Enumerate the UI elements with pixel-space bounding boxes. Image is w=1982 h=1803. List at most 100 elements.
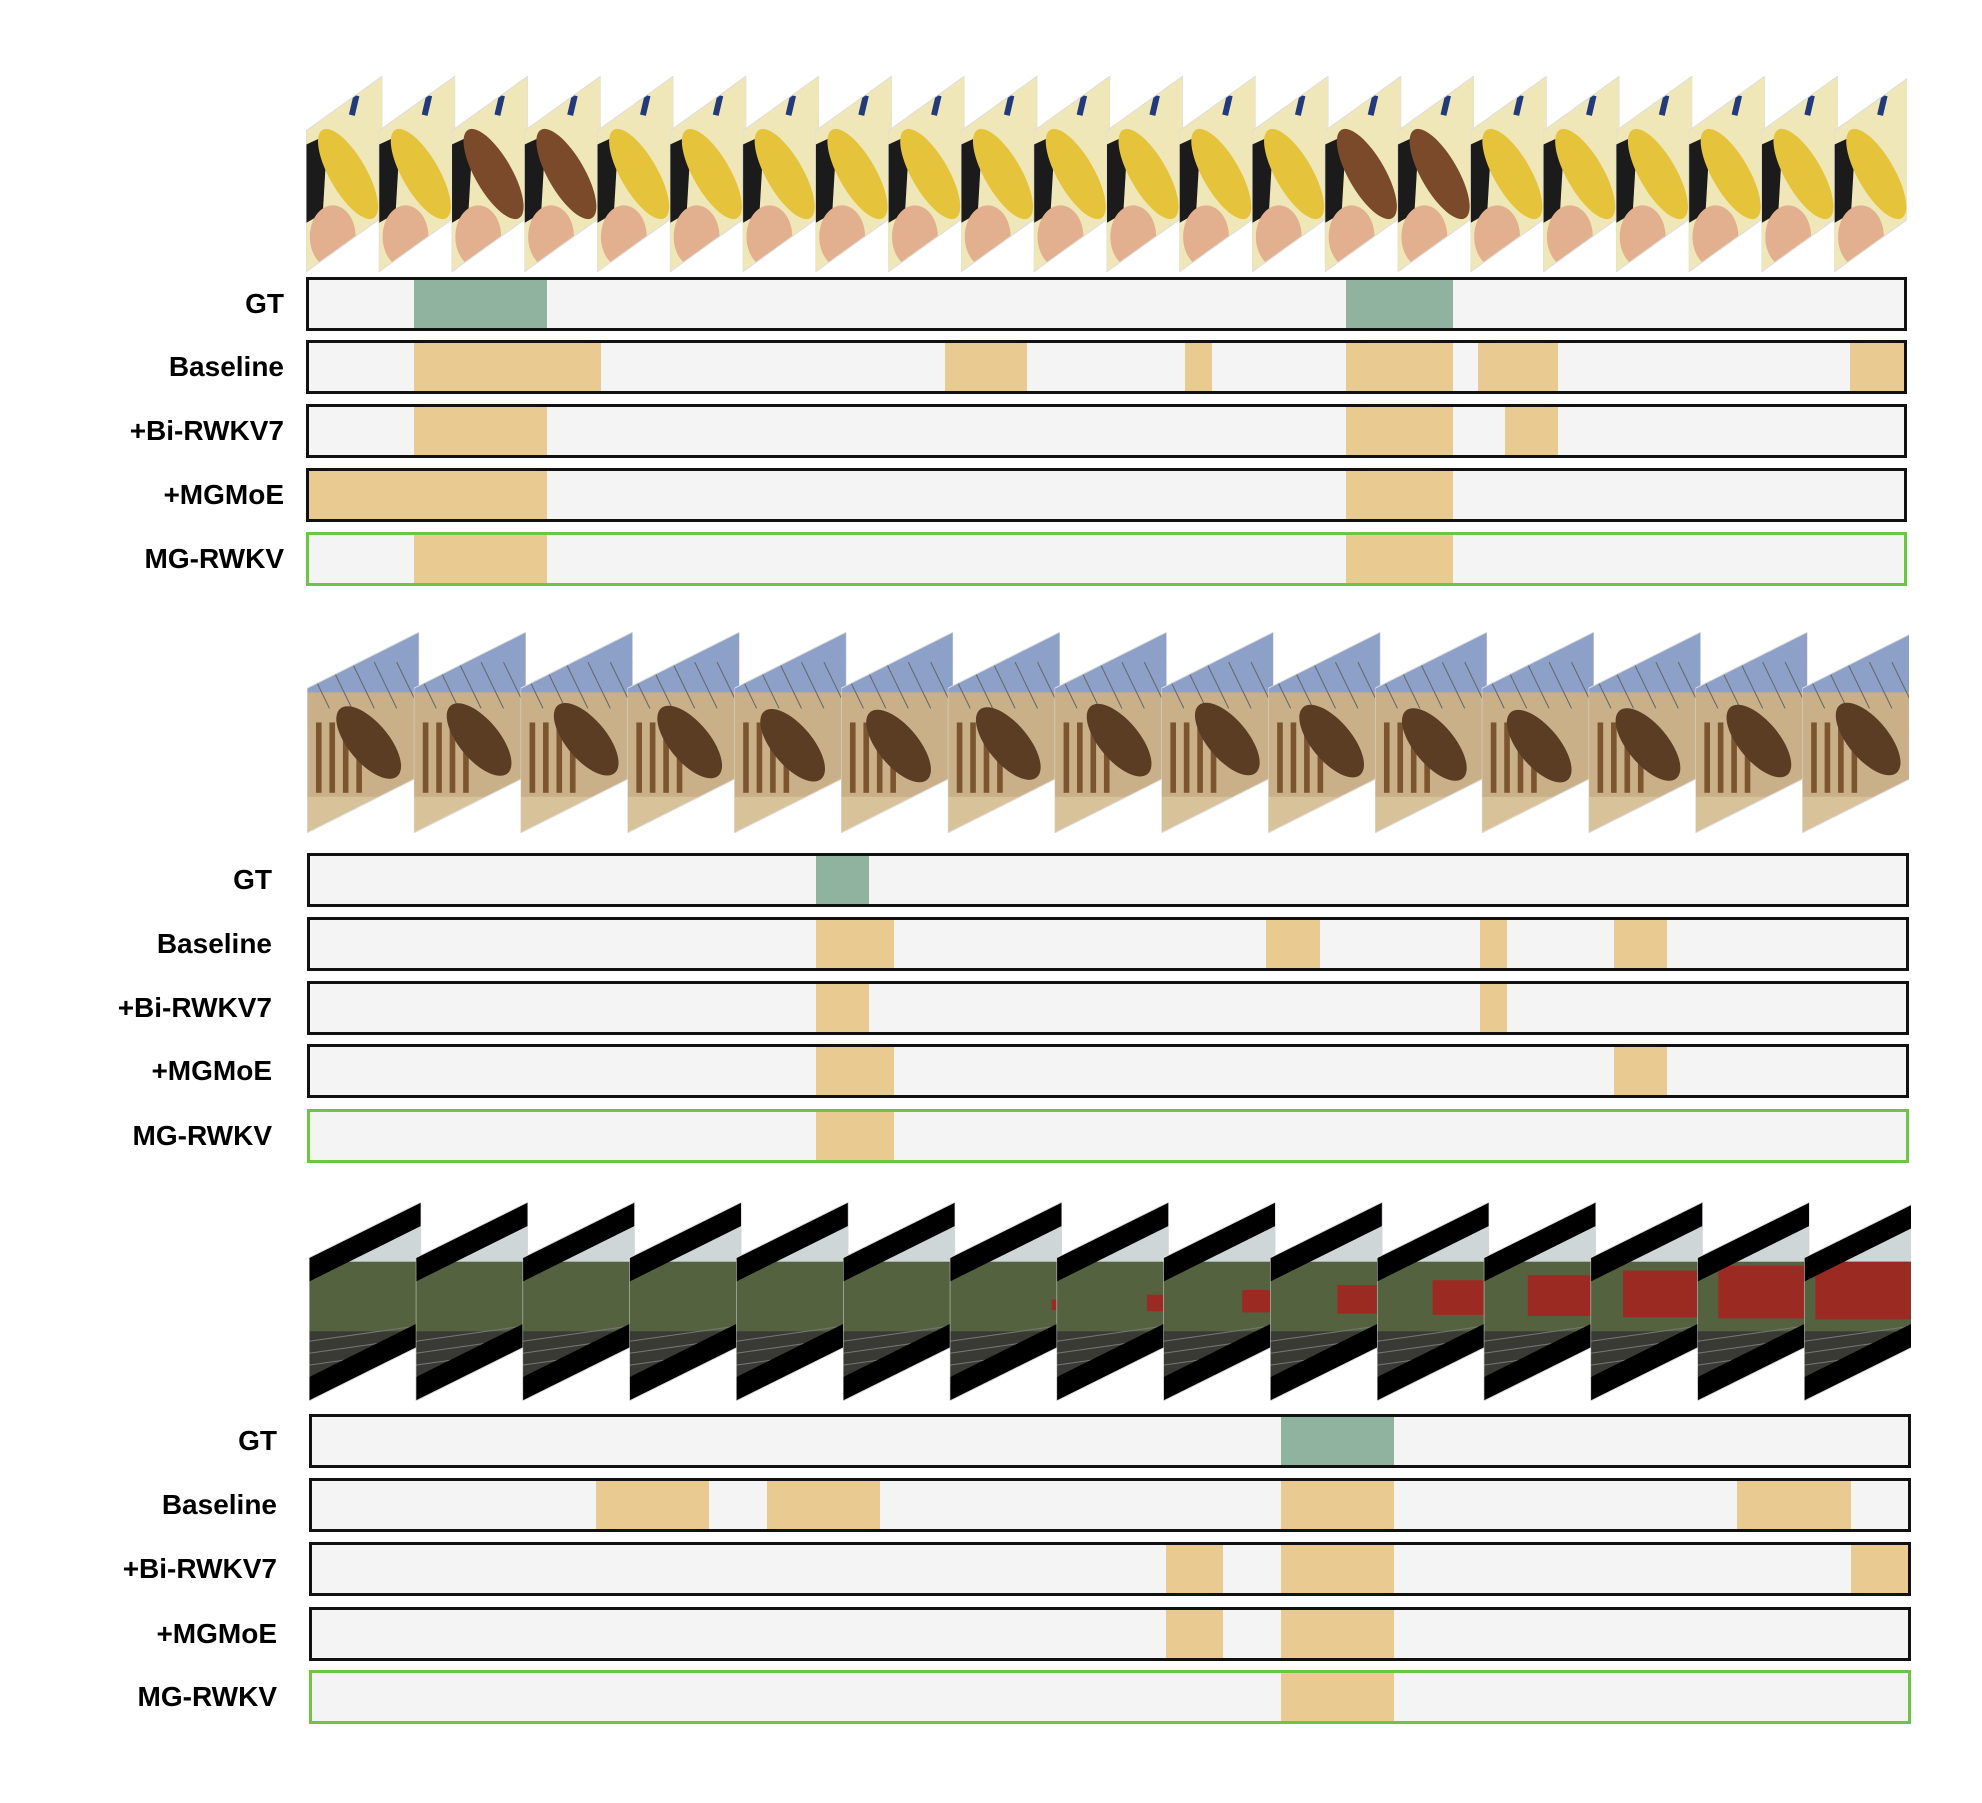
video-frame-strip xyxy=(307,632,1909,833)
predicted-segment xyxy=(596,1481,710,1529)
video-frame xyxy=(1324,76,1402,272)
video-frame xyxy=(736,1202,849,1401)
video-frame xyxy=(1834,76,1907,272)
ground-truth-track xyxy=(307,853,1909,907)
video-frame xyxy=(669,76,747,272)
predicted-segment xyxy=(414,535,547,583)
prediction-track xyxy=(309,1607,1911,1661)
video-frame xyxy=(1804,1202,1911,1401)
row-label: +Bi-RWKV7 xyxy=(122,1553,277,1584)
predicted-segment xyxy=(1850,1545,1908,1593)
predicted-segment xyxy=(309,471,547,519)
predicted-segment xyxy=(1280,1481,1395,1529)
predicted-segment xyxy=(1737,1481,1851,1529)
prediction-track xyxy=(306,404,1907,458)
prediction-track xyxy=(307,1109,1909,1163)
row-label: GT xyxy=(238,1425,277,1456)
video-frame xyxy=(1179,76,1256,272)
prediction-track xyxy=(306,532,1907,586)
video-frame xyxy=(1697,1202,1810,1401)
predicted-segment xyxy=(1345,343,1453,391)
video-frame xyxy=(415,1202,528,1401)
video-frame xyxy=(1761,76,1838,272)
predicted-segment xyxy=(1165,1545,1224,1593)
video-frame xyxy=(520,632,633,833)
video-frame xyxy=(742,76,820,272)
video-frame xyxy=(843,1202,956,1401)
video-frame xyxy=(309,1202,422,1401)
video-frame xyxy=(1615,76,1693,272)
row-label: Baseline xyxy=(156,928,272,959)
predicted-segment xyxy=(1479,920,1507,968)
gt-segment xyxy=(1280,1417,1395,1465)
video-frame xyxy=(597,76,674,272)
row-label: +Bi-RWKV7 xyxy=(129,415,284,446)
video-frame xyxy=(1470,76,1547,272)
video-frame xyxy=(1056,1202,1169,1401)
predicted-segment xyxy=(1478,343,1558,391)
ground-truth-track xyxy=(306,277,1907,331)
video-frame xyxy=(451,76,528,272)
predicted-segment xyxy=(1479,984,1507,1032)
predicted-segment xyxy=(815,920,895,968)
predicted-segment xyxy=(1505,407,1558,455)
predicted-segment xyxy=(815,1047,895,1095)
predicted-segment xyxy=(1280,1545,1395,1593)
video-frame xyxy=(1483,1202,1596,1401)
row-label: Baseline xyxy=(168,351,284,382)
video-frame xyxy=(522,1202,635,1401)
row-label: Baseline xyxy=(161,1489,277,1520)
predicted-segment xyxy=(1280,1610,1395,1658)
prediction-track xyxy=(306,468,1907,522)
video-frame xyxy=(815,76,892,272)
video-frame xyxy=(1106,76,1183,272)
predicted-segment xyxy=(414,343,601,391)
predicted-segment xyxy=(815,984,869,1032)
video-frame xyxy=(888,76,965,272)
video-frame xyxy=(1033,76,1111,272)
video-frame xyxy=(1543,76,1620,272)
predicted-segment xyxy=(414,407,547,455)
video-frame xyxy=(1252,76,1329,272)
row-label: MG-RWKV xyxy=(144,543,284,574)
row-label: GT xyxy=(245,288,284,319)
video-frame-strip xyxy=(309,1202,1911,1401)
row-label: +Bi-RWKV7 xyxy=(117,992,272,1023)
video-frame xyxy=(629,1202,742,1401)
video-frame xyxy=(1802,632,1909,833)
prediction-track xyxy=(307,981,1909,1035)
ground-truth-track xyxy=(309,1414,1911,1468)
predicted-segment xyxy=(1613,1047,1667,1095)
predicted-segment xyxy=(1165,1610,1224,1658)
row-label: MG-RWKV xyxy=(132,1120,272,1151)
gt-segment xyxy=(1345,280,1453,328)
video-frame xyxy=(1377,1202,1490,1401)
video-frame xyxy=(1590,1202,1703,1401)
row-label: +MGMoE xyxy=(151,1055,272,1086)
video-frame-strip xyxy=(306,76,1907,272)
gt-segment xyxy=(815,856,869,904)
prediction-track xyxy=(309,1542,1911,1596)
predicted-segment xyxy=(1280,1673,1395,1721)
predicted-segment xyxy=(1849,343,1904,391)
video-frame xyxy=(960,76,1038,272)
video-frame xyxy=(1397,76,1475,272)
predicted-segment xyxy=(1266,920,1321,968)
gt-segment xyxy=(414,280,547,328)
predicted-segment xyxy=(766,1481,881,1529)
video-frame xyxy=(306,76,383,272)
video-frame xyxy=(524,76,601,272)
video-frame xyxy=(1688,76,1766,272)
prediction-track xyxy=(309,1670,1911,1724)
predicted-segment xyxy=(1613,920,1667,968)
prediction-track xyxy=(307,917,1909,971)
predicted-segment xyxy=(945,343,1027,391)
prediction-track xyxy=(306,340,1907,394)
prediction-track xyxy=(307,1044,1909,1098)
predicted-segment xyxy=(1345,471,1453,519)
predicted-segment xyxy=(1345,407,1453,455)
row-label: MG-RWKV xyxy=(137,1681,277,1712)
row-label: +MGMoE xyxy=(163,479,284,510)
predicted-segment xyxy=(1184,343,1212,391)
